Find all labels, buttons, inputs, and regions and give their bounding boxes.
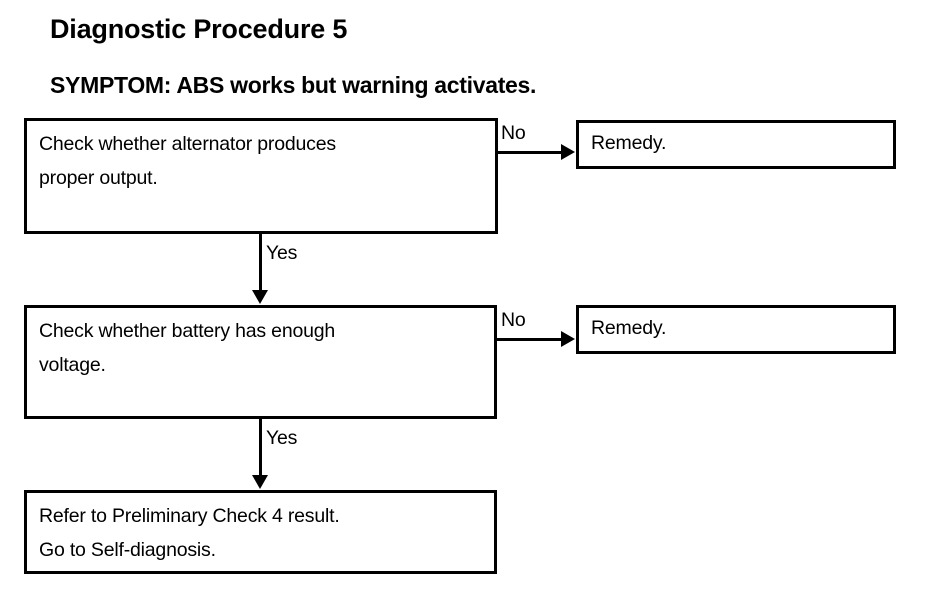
edge-battery-yes-arrowhead-icon xyxy=(252,475,268,489)
edge-battery-yes-line xyxy=(259,419,262,477)
flow-node-check-battery: Check whether battery has enough voltage… xyxy=(24,305,497,419)
edge-alternator-yes-arrowhead-icon xyxy=(252,290,268,304)
edge-battery-no-line xyxy=(496,338,563,341)
edge-label-battery-yes: Yes xyxy=(266,427,298,449)
flow-node-label: Check whether battery has enough voltage… xyxy=(39,320,336,376)
edge-label-alternator-yes: Yes xyxy=(266,242,298,264)
symptom-heading: SYMPTOM: ABS works but warning activates… xyxy=(50,72,537,98)
flow-node-label: Remedy. xyxy=(591,132,667,154)
flow-node-remedy-battery: Remedy. xyxy=(576,305,896,354)
flow-node-check-alternator: Check whether alternator produces proper… xyxy=(24,118,498,234)
flow-node-label: Refer to Preliminary Check 4 result. Go … xyxy=(39,505,340,561)
edge-label-battery-no: No xyxy=(501,309,526,331)
edge-label-alternator-no: No xyxy=(501,122,526,144)
flow-node-final-step: Refer to Preliminary Check 4 result. Go … xyxy=(24,490,497,574)
edge-alternator-no-arrowhead-icon xyxy=(561,144,575,160)
page-title: Diagnostic Procedure 5 xyxy=(50,14,348,44)
flow-node-label: Check whether alternator produces proper… xyxy=(39,133,336,189)
edge-alternator-no-line xyxy=(497,151,563,154)
edge-battery-no-arrowhead-icon xyxy=(561,331,575,347)
flow-node-remedy-alternator: Remedy. xyxy=(576,120,896,169)
edge-alternator-yes-line xyxy=(259,234,262,292)
flow-node-label: Remedy. xyxy=(591,317,667,339)
